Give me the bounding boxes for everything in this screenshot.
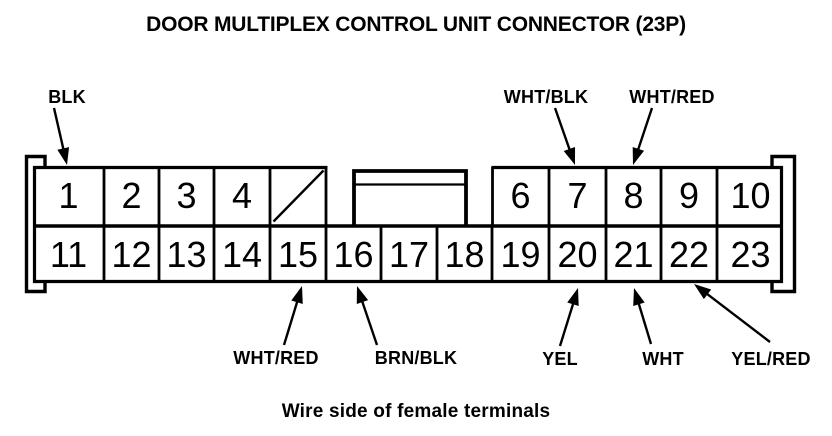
pin-7: 7 [567,175,588,216]
pin-6: 6 [510,175,531,216]
pin-20: 20 [557,233,598,275]
wire-label-brn-blk: BRN/BLK [374,348,458,368]
pin-8: 8 [623,175,644,216]
pin-4: 4 [231,175,253,216]
pin-grid [102,167,719,282]
pin-17: 17 [388,233,430,275]
pin-14: 14 [221,233,263,275]
left-end-cap [24,154,47,294]
arrow-blk [52,107,70,165]
pin-2: 2 [121,175,142,216]
wire-label-wht: WHT [642,349,684,369]
wire-label-yel-red: YEL/RED [731,349,811,369]
pin-11: 11 [49,233,88,275]
arrow-wht-red-top [632,107,654,165]
pin-16: 16 [333,233,374,275]
pin-18: 18 [444,233,485,275]
pin-21: 21 [613,233,654,275]
wire-label-wht-red-bottom: WHT/RED [233,348,319,368]
pin-12: 12 [111,233,152,275]
top-row-dividers [102,167,719,226]
key-tab-outline [352,169,468,226]
arrow-wht-red-bottom [282,286,303,346]
pin-15: 15 [277,233,319,275]
wire-label-yel: YEL [542,349,578,369]
arrow-wht [633,288,653,345]
wire-label-wht-blk: WHT/BLK [503,87,589,107]
diagram-caption: Wire side of female terminals [281,401,551,422]
arrow-wht-blk [553,107,576,165]
blocked-cavity-slash [272,169,325,223]
wire-arrows [52,107,771,347]
arrow-yel [558,288,579,347]
pin-9: 9 [678,175,700,216]
bottom-row-dividers [102,226,719,282]
arrow-yel-red [694,284,771,343]
pin-1: 1 [58,175,79,216]
page-title: DOOR MULTIPLEX CONTROL UNIT CONNECTOR (2… [146,13,686,36]
pin-10: 10 [730,175,771,216]
arrow-brn-blk [356,286,379,346]
pin-22: 22 [668,233,710,275]
pin-13: 13 [166,233,207,275]
right-end-cap [770,154,797,294]
wire-label-blk: BLK [48,87,86,107]
wire-label-wht-red-top: WHT/RED [629,87,715,107]
pin-3: 3 [176,175,197,216]
pin-23: 23 [730,233,771,275]
pin-19: 19 [500,233,541,275]
connector-key-tab [352,169,468,226]
